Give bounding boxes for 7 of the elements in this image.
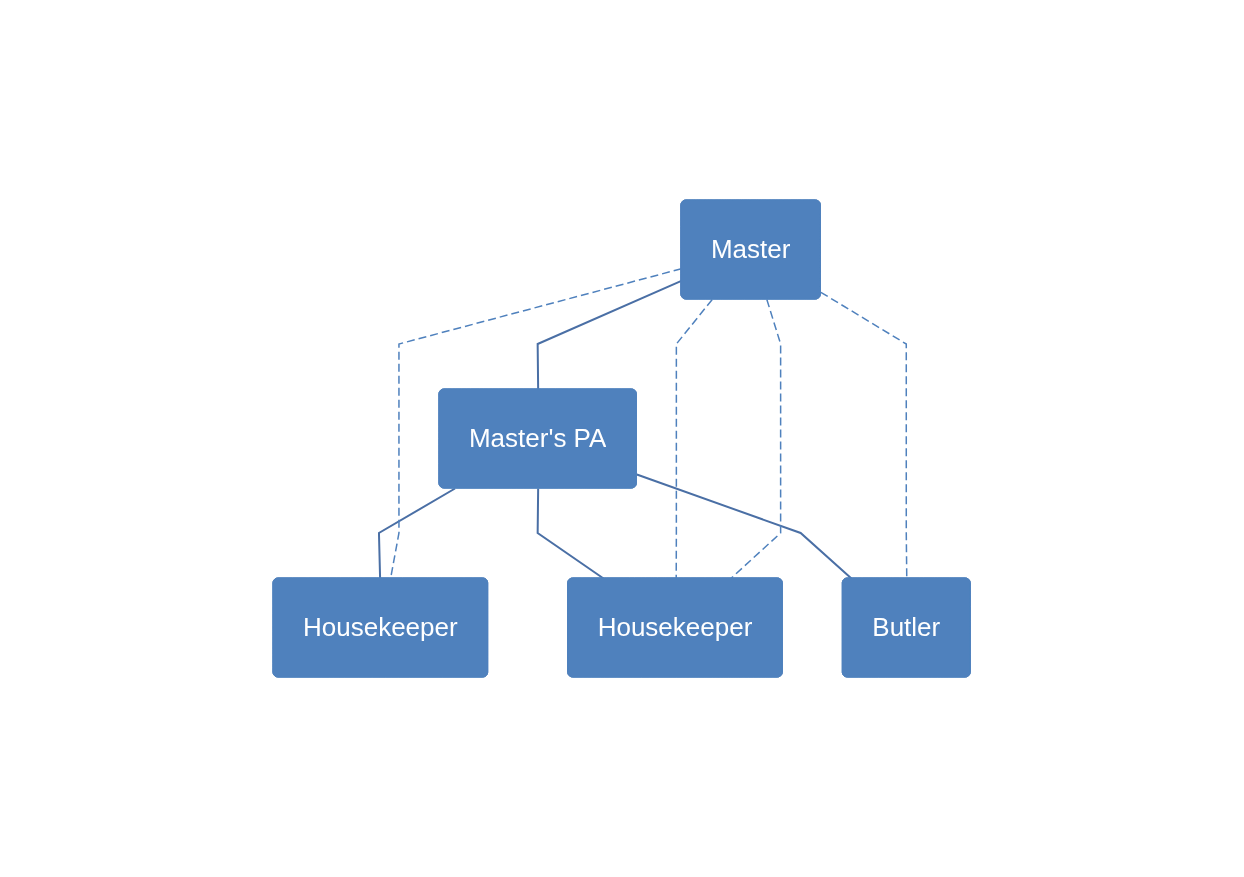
connector bbox=[636, 473, 853, 580]
connector bbox=[537, 279, 683, 391]
connector bbox=[675, 298, 714, 580]
connector bbox=[730, 298, 782, 580]
connector bbox=[390, 268, 683, 580]
connector bbox=[378, 487, 457, 580]
connector bbox=[537, 487, 605, 580]
